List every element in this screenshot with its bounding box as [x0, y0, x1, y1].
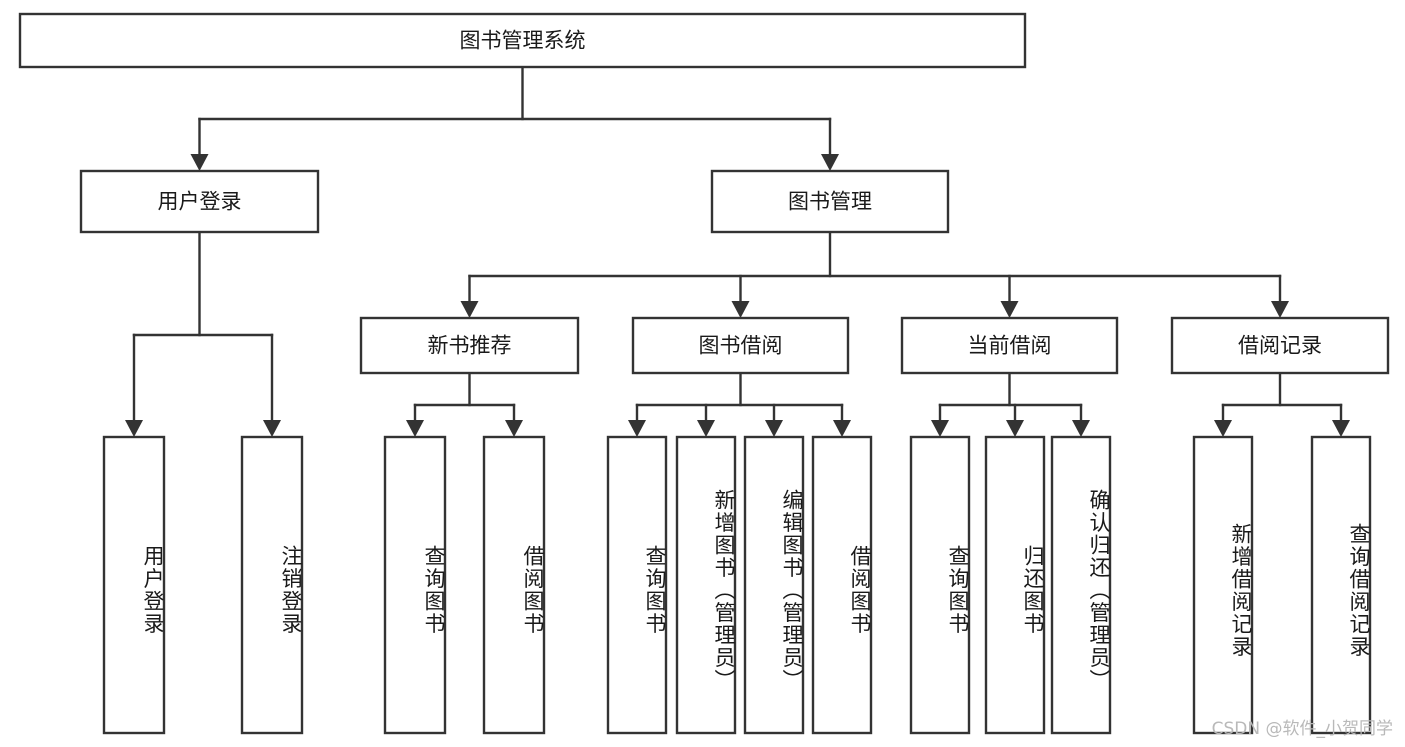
leaf-box-leaf-query-book-borrow[interactable]: [606, 435, 668, 735]
node-box-root[interactable]: [18, 12, 1027, 69]
node-box-new-book-recommend[interactable]: [359, 316, 580, 375]
arrow-head-icon-current-borrow: [1000, 301, 1019, 318]
leaf-box-leaf-query-book-current[interactable]: [909, 435, 971, 735]
arrow-head-icon-borrow-record: [1271, 301, 1289, 318]
node-box-current-borrow[interactable]: [900, 316, 1119, 375]
arrow-head-icon-leaf-query-book-rec: [406, 420, 424, 437]
arrow-head-icon-leaf-query-book-current: [931, 420, 949, 437]
arrow-head-icon-user-login: [190, 154, 209, 171]
arrow-head-icon-leaf-add-borrow-record: [1214, 420, 1232, 437]
arrow-head-icon-leaf-confirm-return: [1072, 420, 1090, 437]
node-box-book-management[interactable]: [710, 169, 950, 234]
arrow-head-icon-leaf-query-borrow-record: [1332, 420, 1350, 437]
leaf-box-leaf-add-borrow-record[interactable]: [1192, 435, 1254, 735]
leaf-box-leaf-edit-book[interactable]: [743, 435, 805, 735]
arrow-head-icon-book-management: [821, 154, 839, 171]
arrow-head-icon-leaf-edit-book: [765, 420, 783, 437]
arrow-head-icon-leaf-return-book: [1006, 420, 1024, 437]
leaf-box-leaf-user-login[interactable]: [102, 435, 166, 735]
arrow-head-icon-leaf-logout: [263, 420, 281, 437]
node-box-book-borrow[interactable]: [631, 316, 850, 375]
leaf-box-leaf-add-book[interactable]: [675, 435, 737, 735]
node-label-book-borrow: 图书借阅: [699, 334, 783, 358]
node-label-root: 图书管理系统: [460, 29, 586, 53]
arrow-head-icon-book-borrow: [731, 301, 750, 318]
node-box-borrow-record[interactable]: [1170, 316, 1390, 375]
node-label-new-book-recommend: 新书推荐: [428, 334, 512, 358]
node-label-user-login: 用户登录: [158, 190, 242, 214]
arrow-head-icon-leaf-borrow-book-rec: [505, 420, 523, 437]
leaf-box-leaf-query-book-rec[interactable]: [383, 435, 447, 735]
arrow-head-icon-leaf-borrow-book: [833, 420, 851, 437]
node-label-book-management: 图书管理: [788, 190, 872, 214]
leaf-box-leaf-query-borrow-record[interactable]: [1310, 435, 1372, 735]
boxes-layer: [18, 12, 1390, 735]
leaf-box-leaf-logout[interactable]: [240, 435, 304, 735]
leaf-box-leaf-borrow-book-rec[interactable]: [482, 435, 546, 735]
connectors-layer: [125, 65, 1350, 437]
arrow-head-icon-leaf-add-book: [697, 420, 715, 437]
node-label-borrow-record: 借阅记录: [1238, 334, 1322, 358]
arrow-head-icon-leaf-query-book-borrow: [628, 420, 646, 437]
leaf-box-leaf-return-book[interactable]: [984, 435, 1046, 735]
arrow-head-icon-leaf-user-login: [125, 420, 143, 437]
node-label-current-borrow: 当前借阅: [968, 334, 1052, 358]
leaf-box-leaf-confirm-return[interactable]: [1050, 435, 1112, 735]
node-box-user-login[interactable]: [79, 169, 320, 234]
arrow-head-icon-new-book-recommend: [460, 301, 479, 318]
watermark-text: CSDN @软件_小贺同学: [1211, 719, 1393, 739]
leaf-box-leaf-borrow-book[interactable]: [811, 435, 873, 735]
